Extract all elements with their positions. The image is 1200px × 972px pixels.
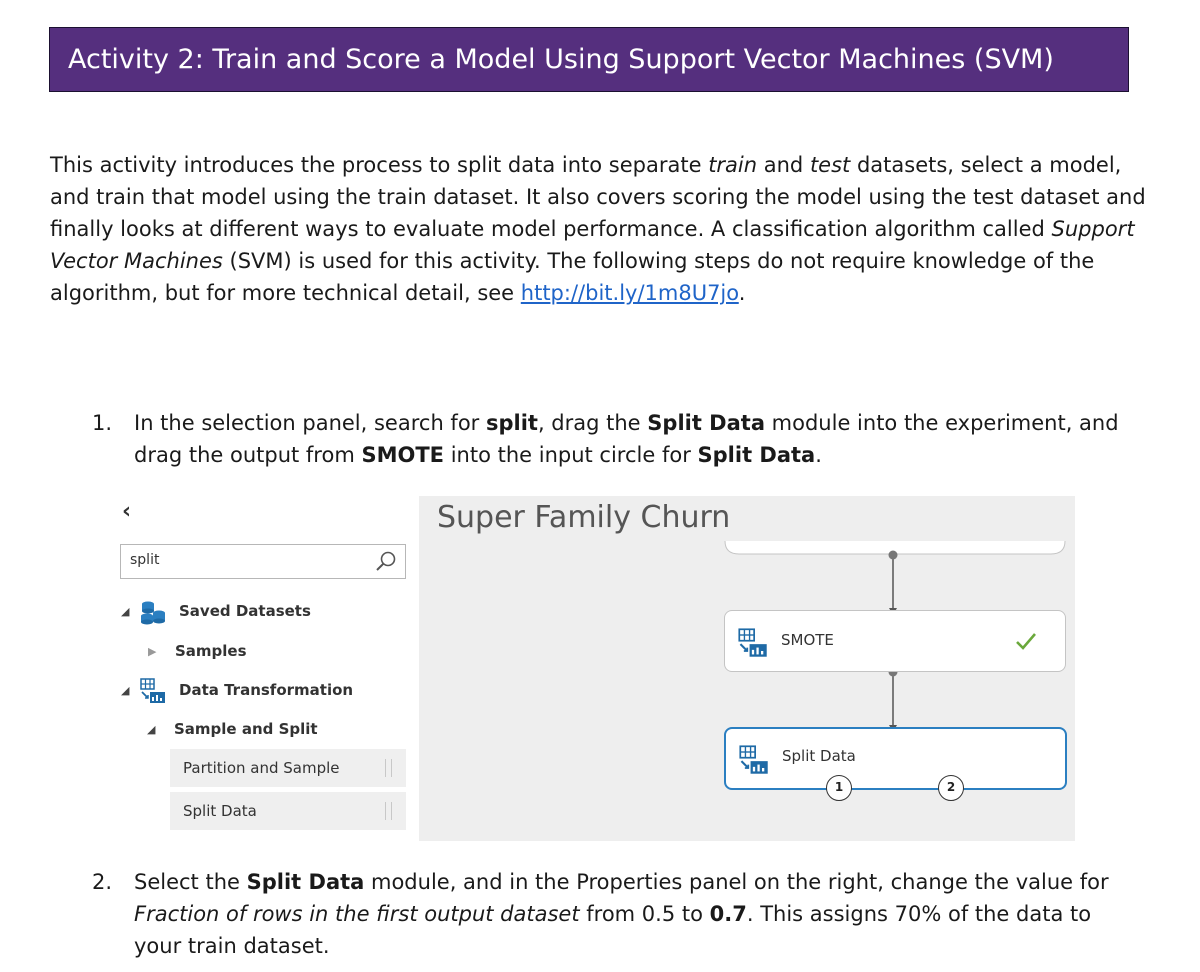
split-data-module-node[interactable]: Split Data 1 2 (724, 727, 1067, 801)
activity-header: Activity 2: Train and Score a Model Usin… (49, 27, 1129, 92)
check-icon (1016, 633, 1036, 650)
intro-text-1: This activity introduces the process to … (50, 153, 709, 177)
expanded-arrow-icon[interactable]: ◢ (121, 684, 130, 697)
step1-text-1: In the selection panel, search for (134, 411, 486, 435)
collapsed-arrow-icon[interactable]: ▶ (148, 645, 157, 658)
search-value: split (130, 552, 160, 568)
step2-bold-split-data: Split Data (246, 870, 365, 894)
step1-bold-split-data: Split Data (647, 411, 765, 435)
intro-text-5: . (738, 281, 746, 305)
tree-item-label: Saved Datasets (179, 602, 311, 620)
step-text: In the selection panel, search for split… (134, 407, 1144, 471)
studio-screenshot: ‹ split ◢ Saved Datasets ▶ Samples ◢ Dat… (115, 496, 1075, 841)
step1-text-3: module into the experiment, and drag the… (134, 411, 1119, 467)
svm-info-link[interactable]: http://bit.ly/1m8U7jo (520, 281, 739, 305)
datasets-icon (141, 601, 165, 625)
step2-bold-value: 0.7 (709, 902, 747, 926)
step2-text-3: from 0.5 to (579, 902, 710, 926)
expanded-arrow-icon[interactable]: ◢ (121, 605, 130, 618)
data-transformation-icon (739, 745, 768, 774)
step2-text-1: Select the (134, 870, 247, 894)
output-port-1[interactable]: 1 (826, 775, 852, 801)
intro-paragraph: This activity introduces the process to … (50, 149, 1160, 309)
intro-text-4: (SVM) is used for this activity. The fol… (50, 249, 1095, 305)
module-label: Split Data (183, 802, 257, 820)
step2-text-4: . This assigns 70% of the data to your t… (134, 902, 1092, 958)
expanded-arrow-icon[interactable]: ◢ (147, 723, 156, 736)
intro-em-train: train (708, 153, 758, 177)
tree-item-label: Data Transformation (179, 681, 354, 699)
activity-title: Activity 2: Train and Score a Model Usin… (68, 44, 1054, 75)
step1-bold-split: split (485, 411, 538, 435)
step1-text-4: into the input circle for (444, 443, 698, 467)
step-text: Select the Split Data module, and in the… (134, 866, 1144, 962)
drag-handle-icon[interactable] (385, 759, 392, 777)
step-number: 1. (92, 411, 113, 435)
step1-bold-smote: SMOTE (361, 443, 445, 467)
step2-text-2: module, and in the Properties panel on t… (364, 870, 1109, 894)
intro-em-svm: Support Vector Machines (50, 217, 1135, 273)
drag-handle-icon[interactable] (385, 802, 392, 820)
step2-em-fraction: Fraction of rows in the first output dat… (134, 902, 580, 926)
search-icon[interactable] (373, 549, 399, 575)
output-port-2[interactable]: 2 (938, 775, 964, 801)
data-transformation-icon (738, 628, 767, 657)
module-search-input[interactable]: split (120, 544, 406, 579)
module-result-partition-and-sample[interactable]: Partition and Sample (170, 749, 406, 787)
intro-em-test: test (809, 153, 851, 177)
node-label: Split Data (782, 747, 856, 765)
output-port-dot (888, 550, 898, 560)
collapse-panel-chevron-icon[interactable]: ‹ (122, 499, 132, 524)
intro-text-2: and (757, 153, 810, 177)
step1-bold-split-data-2: Split Data (697, 443, 816, 467)
step-number: 2. (92, 870, 113, 894)
experiment-canvas[interactable]: Super Family Churn SMOTE (419, 496, 1075, 841)
intro-text-3: datasets, select a model, and train that… (50, 153, 1146, 241)
module-result-split-data[interactable]: Split Data (170, 792, 406, 830)
step1-text-2: , drag the (537, 411, 648, 435)
data-transformation-icon (140, 678, 165, 703)
experiment-title: Super Family Churn (437, 500, 731, 535)
tree-item-label: Sample and Split (174, 720, 318, 738)
step1-text-5: . (815, 443, 822, 467)
smote-module-node[interactable]: SMOTE (724, 610, 1066, 672)
module-label: Partition and Sample (183, 759, 340, 777)
tree-item-label: Samples (175, 642, 247, 660)
node-label: SMOTE (781, 631, 834, 649)
